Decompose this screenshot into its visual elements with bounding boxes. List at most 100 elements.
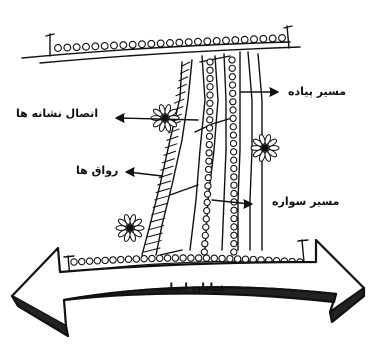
tree-circle: [180, 255, 186, 261]
tree-circle: [204, 199, 210, 205]
tree-circle: [231, 174, 237, 180]
tree-circle: [205, 183, 211, 189]
tree-circle: [231, 149, 237, 155]
tree-circle: [231, 232, 237, 238]
tree-circle: [231, 190, 237, 196]
pedestrian-path-circles: [201, 57, 237, 255]
label-rowaq: رواق ها: [76, 165, 118, 176]
tree-circle: [206, 158, 212, 164]
tree-circle: [139, 41, 146, 48]
tree-circle: [205, 166, 211, 172]
tree-circle: [133, 256, 139, 262]
tree-circle: [83, 43, 90, 50]
tree-circle: [231, 249, 237, 255]
tree-circle: [206, 150, 212, 156]
tree-circle: [207, 75, 213, 81]
tree-circle: [102, 257, 108, 263]
tree-circle: [207, 108, 213, 114]
tree-circle: [231, 165, 237, 171]
tree-circle: [213, 38, 220, 45]
hatch-line: [167, 136, 178, 140]
flower-center: [262, 145, 268, 151]
tree-circle: [125, 256, 131, 262]
tree-circle: [55, 45, 62, 52]
hatch-line: [162, 159, 174, 163]
sign-flower-3: [116, 214, 144, 242]
tree-circle: [101, 43, 108, 50]
hatch-line: [165, 144, 177, 148]
label-sign-connection: اتصال نشانه ها: [16, 108, 98, 119]
tree-circle: [231, 207, 237, 213]
tree-circle: [234, 256, 240, 262]
tree-circle: [260, 35, 267, 42]
tree-circle: [242, 256, 248, 262]
label-main-street: خیابان اصلی: [158, 282, 226, 293]
tree-circle: [211, 255, 217, 261]
tree-circle: [231, 241, 237, 247]
tree-circle: [207, 125, 213, 131]
hatch-line: [179, 77, 188, 81]
sign-flower-1: [151, 104, 179, 132]
tree-circle: [94, 258, 100, 264]
tree-circle: [206, 133, 212, 139]
tree-circle: [207, 117, 213, 123]
tree-circle: [230, 99, 236, 105]
sign-flower-2: [251, 134, 279, 162]
tree-circle: [110, 257, 116, 263]
tree-circle: [157, 40, 164, 47]
tree-circle: [164, 255, 170, 261]
tree-circle: [279, 35, 286, 42]
hatch-line: [177, 84, 186, 88]
tree-circle: [207, 84, 213, 90]
hatch-line: [161, 166, 173, 170]
tree-circle: [148, 40, 155, 47]
tree-circle: [204, 38, 211, 45]
tree-circle: [204, 208, 210, 214]
tree-circle: [232, 37, 239, 44]
tree-circle: [207, 100, 213, 106]
tree-circle: [230, 124, 236, 130]
flower-center: [127, 225, 133, 231]
tree-circle: [203, 216, 209, 222]
tree-circle: [195, 255, 201, 261]
tree-circle: [269, 35, 276, 42]
tree-circle: [195, 38, 202, 45]
tree-circle: [79, 258, 85, 264]
tree-circle: [92, 43, 99, 50]
tree-circle: [230, 90, 236, 96]
tree-circle: [203, 255, 209, 261]
tree-circle: [229, 74, 235, 80]
tree-circle: [206, 142, 212, 148]
pedestrian-corridor: [142, 52, 262, 255]
tree-circle: [230, 132, 236, 138]
tree-circle: [64, 44, 71, 51]
tree-circle: [231, 216, 237, 222]
tree-circle: [185, 39, 192, 46]
tree-circle: [231, 224, 237, 230]
flower-center: [162, 115, 168, 121]
tree-circle: [202, 241, 208, 247]
hatch-line: [158, 181, 171, 185]
tree-circle: [230, 107, 236, 113]
hatch-line: [182, 62, 190, 66]
tree-circle: [207, 67, 213, 73]
tree-circle: [219, 255, 225, 261]
tree-circle: [241, 36, 248, 43]
tree-circle: [231, 182, 237, 188]
tree-circle: [229, 57, 235, 63]
tree-circle: [223, 37, 230, 44]
tree-circle: [251, 36, 258, 43]
tree-circle: [118, 256, 124, 262]
label-rider-path: مسیر سواره: [272, 196, 339, 207]
hatch-line: [164, 151, 176, 155]
label-pedestrian-path: مسیر پیاده: [288, 86, 346, 97]
tree-circle: [227, 255, 233, 261]
tree-circle: [71, 259, 77, 265]
tree-circle: [157, 255, 163, 261]
tree-circle: [176, 39, 183, 46]
tree-circle: [129, 41, 136, 48]
tree-circle: [207, 92, 213, 98]
tree-circle: [204, 191, 210, 197]
tree-circle: [201, 249, 207, 255]
tree-circle: [229, 82, 235, 88]
